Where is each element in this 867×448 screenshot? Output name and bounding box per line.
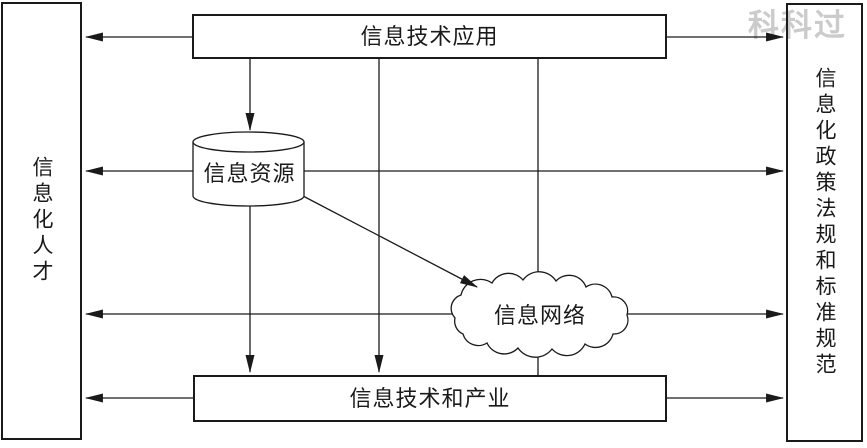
node-info-network-label: 信息网络: [493, 303, 586, 328]
node-info-network: 信息网络: [462, 301, 618, 328]
node-policy-standards: 信息化政策法规和标准规范: [786, 3, 863, 442]
node-info-talent: 信息化人才: [1, 2, 82, 440]
cloud-shape: [450, 271, 629, 358]
node-it-application-label: 信息技术应用: [360, 23, 499, 49]
node-it-application: 信息技术应用: [192, 14, 667, 59]
node-policy-standards-label: 信息化政策法规和标准规范: [813, 66, 837, 379]
node-it-industry-label: 信息技术和产业: [349, 385, 511, 411]
node-info-resources-label: 信息资源: [203, 161, 296, 186]
node-it-industry: 信息技术和产业: [193, 375, 667, 422]
arrow-cylinder-to-cloud: [302, 195, 478, 288]
cylinder-shape: [192, 131, 305, 207]
node-info-resources: 信息资源: [195, 159, 304, 186]
node-info-talent-label: 信息化人才: [30, 156, 54, 286]
